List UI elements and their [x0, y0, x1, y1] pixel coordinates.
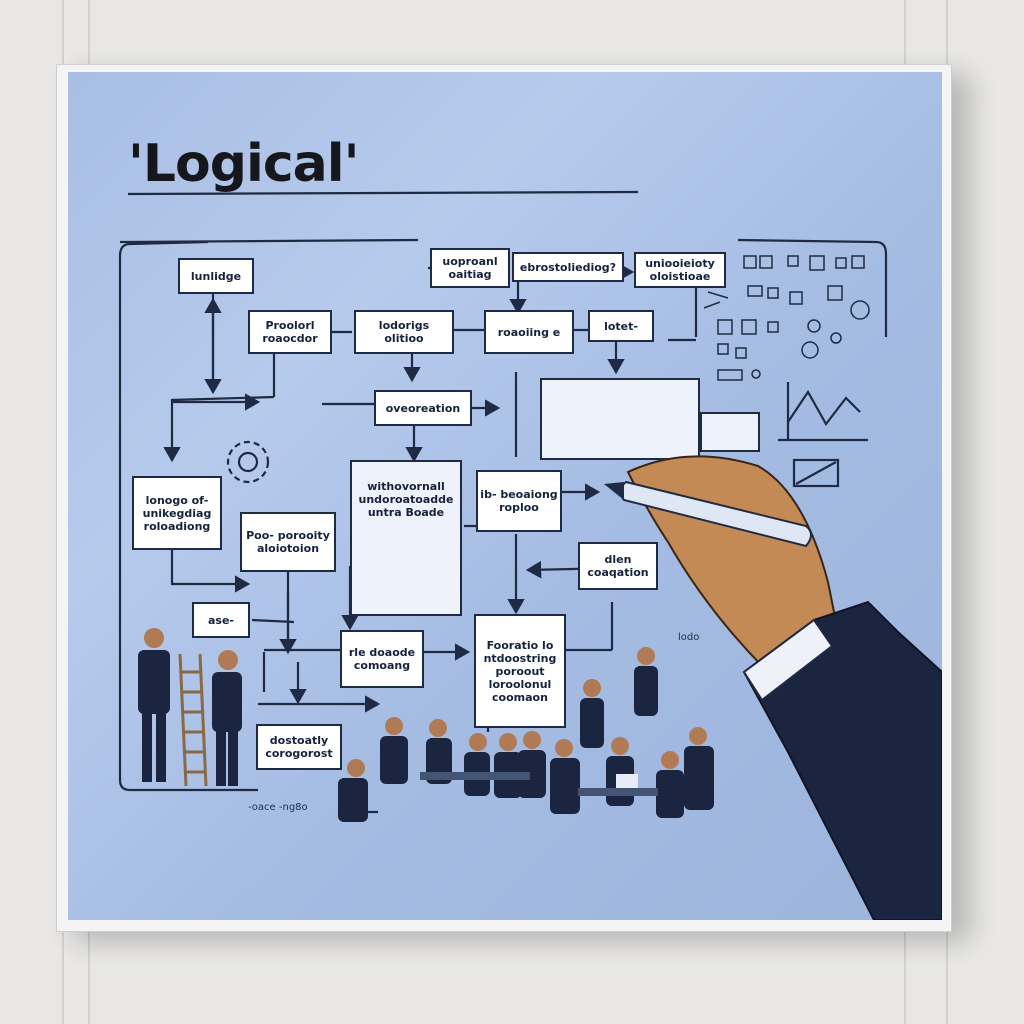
box-lotet: lotet- — [588, 310, 654, 342]
board-title: 'Logical' — [128, 134, 359, 194]
box-small-right — [700, 412, 760, 452]
hand-with-marker — [604, 455, 942, 920]
box-roaocdor: Proolorl roaocdor — [248, 310, 332, 354]
label-lodo: lodo — [678, 632, 700, 643]
box-roaoiing: roaoiing e — [484, 310, 574, 354]
box-olitioo: lodorigs olitioo — [354, 310, 454, 354]
people-group — [138, 628, 714, 822]
people-illustration — [138, 628, 714, 822]
box-comoang: rle doaode comoang — [340, 630, 424, 688]
box-inset-sketch — [540, 378, 700, 460]
box-oveoreation: oveoreation — [374, 390, 472, 426]
box-aloiotoion: Poo- porooity aloiotoion — [240, 512, 336, 572]
box-ebrostoliediog: ebrostoliediog? — [512, 252, 624, 282]
box-oaitiag: uoproanl oaitiag — [430, 248, 510, 288]
whiteboard: 'Logical' — [68, 72, 942, 920]
box-roploo: ib- beoaiong roploo — [476, 470, 562, 532]
doodle-cluster — [703, 255, 870, 381]
bottom-note: -oace -ng8o — [248, 802, 308, 813]
suit-sleeve — [742, 600, 942, 920]
box-untra-boade: withovornall undoroatoadde untra Boade — [350, 460, 462, 616]
box-lunlidge: lunlidge — [178, 258, 254, 294]
shirt-cuff — [742, 618, 834, 702]
box-unikegdiag: lonogo of- unikegdiag roloadiong — [132, 476, 222, 550]
box-coaqation: dlen coaqation — [578, 542, 658, 590]
box-oloistioae: uniooieioty oloistioae — [634, 252, 726, 288]
box-corogorost: dostoatly corogorost — [256, 724, 342, 770]
box-ase: ase- — [192, 602, 250, 638]
box-coomaon: Fooratio lo ntdoostring poroout loroolon… — [474, 614, 566, 728]
